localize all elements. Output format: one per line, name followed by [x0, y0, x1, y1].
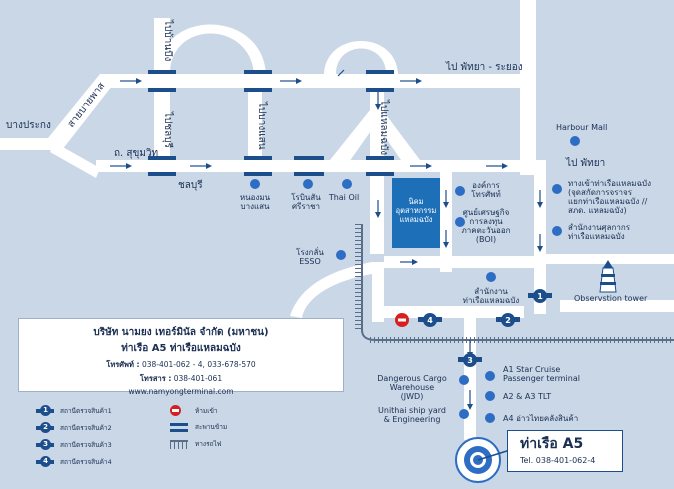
- dot-dangerous: [459, 375, 469, 385]
- port-a5-tel: Tel. 038-401-062-4: [520, 456, 596, 465]
- label-a2-a3: A2 & A3 TLT: [503, 392, 551, 401]
- dot-robinson: [303, 179, 313, 189]
- label-a4: A4 อ่าวไทยคลังสินค้า: [503, 414, 578, 423]
- label-unithai: Unithai ship yard& Engineering: [378, 406, 446, 424]
- dot-econ: [455, 217, 465, 227]
- dot-nong-mon: [250, 179, 260, 189]
- svg-text:1: 1: [537, 292, 543, 301]
- label-tot: องค์การโทรศัพท์: [471, 180, 501, 199]
- label-bang-prakong: บางประกง: [6, 120, 51, 131]
- legend-overpass: สะพานข้าม: [170, 422, 227, 432]
- label-sukhumvit: ถ. สุขุมวิท: [114, 148, 158, 159]
- company-name: บริษัท นามยง เทอร์มินัล จำกัด (มหาชน): [93, 327, 269, 338]
- label-to-laem-chabang: ไปแหลมฉบัง: [378, 99, 390, 155]
- port-a5-label-box: ท่าเรือ A5 Tel. 038-401-062-4: [507, 430, 623, 472]
- port-a5-title: ท่าเรือ A5: [520, 436, 584, 452]
- label-port-entrance: ทางเข้าท่าเรือแหลมฉบัง(จุดสกัดการจราจรแย…: [568, 179, 651, 215]
- svg-text:2: 2: [505, 316, 511, 325]
- label-econ-center: ศูนย์เศรษฐกิจการลงทุนภาคตะวันออก(BOI): [461, 207, 510, 244]
- label-harbour-mall: Harbour Mall: [556, 123, 607, 132]
- dot-esso: [336, 250, 346, 260]
- legend-no-entry: ห้ามเข้า: [170, 405, 218, 416]
- label-to-bang-saen: ไปบางแสน: [256, 101, 268, 150]
- label-nong-mon: หนองมนบางแสน: [240, 193, 271, 211]
- svg-text:4: 4: [427, 316, 433, 325]
- industrial-estate: [392, 178, 440, 248]
- checkpoint-1: 1: [528, 289, 552, 303]
- legend-checkpoint-3: 3 สถานีตรวจสินค้า3: [36, 439, 112, 451]
- dot-a2a3: [485, 391, 495, 401]
- road-network: [0, 0, 674, 440]
- legend-railway: ทางรถไฟ: [170, 439, 221, 449]
- dot-unithai: [459, 409, 469, 419]
- lighthouse-icon: [599, 260, 617, 293]
- label-observation-tower: Observstion tower: [574, 294, 648, 303]
- checkpoint-markers: 1 2 3 4: [418, 289, 552, 367]
- label-robinson: โรบินสันศรีราชา: [291, 192, 321, 211]
- legend-checkpoint-4: 4 สถานีตรวจสินค้า4: [36, 456, 112, 468]
- company-info-card: บริษัท นามยง เทอร์มินัล จำกัด (มหาชน) ท่…: [18, 318, 344, 396]
- overpasses: [148, 70, 394, 176]
- dot-harbour-mall: [570, 136, 580, 146]
- dot-tot: [455, 186, 465, 196]
- label-thai-oil: Thai Oil: [328, 193, 359, 202]
- overpass-icon: [170, 422, 188, 432]
- label-to-ban-bueng: ไปบ้านบึง: [162, 19, 174, 62]
- checkpoint-4: 4: [418, 313, 442, 327]
- svg-text:3: 3: [467, 356, 473, 365]
- dot-a1: [485, 371, 495, 381]
- no-entry-icon: [395, 313, 409, 327]
- company-website[interactable]: www.namyongterminal.com: [128, 387, 234, 396]
- company-fax: โทรสาร : 038-401-061: [139, 374, 223, 383]
- checkpoint-2: 2: [496, 313, 520, 327]
- company-phone: โทรศัพท์ : 038-401-062 - 4, 033-678-570: [106, 360, 256, 369]
- railway: [355, 224, 674, 343]
- dot-port-entrance: [552, 184, 562, 194]
- dot-a4: [485, 413, 495, 423]
- railway-icon: [170, 439, 188, 449]
- label-chonburi: ชลบุรี: [178, 179, 203, 191]
- dot-customs: [552, 226, 562, 236]
- legend-checkpoint-2: 2 สถานีตรวจสินค้า2: [36, 422, 112, 434]
- no-entry-icon: [170, 405, 181, 416]
- dot-port-office: [486, 272, 496, 282]
- label-to-chonburi: ไปชลบุรี: [162, 111, 174, 149]
- label-customs: สำนักงานศุลกากรท่าเรือแหลมฉบัง: [568, 223, 631, 241]
- label-port-office: สำนักงานท่าเรือแหลมฉบัง: [463, 287, 520, 305]
- port-a5-target-icon: [455, 437, 511, 483]
- checkpoint-3: 3: [458, 353, 482, 367]
- company-port: ท่าเรือ A5 ท่าเรือแหลมฉบัง: [121, 343, 241, 354]
- label-industrial-estate: นิคมอุตสาหกรรมแหลมฉบัง: [396, 197, 437, 224]
- label-pattaya-rayong: ไป พัทยา - ระยอง: [445, 61, 523, 73]
- legend-checkpoint-1: 1 สถานีตรวจสินค้า1: [36, 405, 112, 417]
- label-sai-bai-pass: สายบายพาส: [66, 81, 108, 130]
- dot-thai-oil: [342, 179, 352, 189]
- location-dots: [250, 136, 580, 423]
- label-pattaya: ไป พัทยา: [565, 157, 605, 169]
